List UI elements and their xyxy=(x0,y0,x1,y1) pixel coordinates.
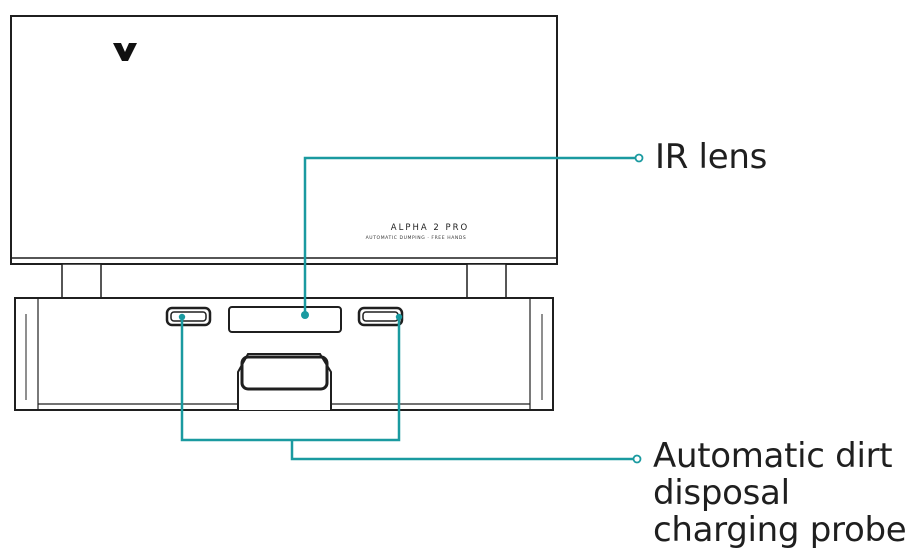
probe-callout-bracket xyxy=(180,317,401,442)
station-upper-body xyxy=(10,15,558,265)
ir-lens-label: IR lens xyxy=(655,137,767,177)
left-leg xyxy=(61,263,102,299)
ir-lens-callout-line xyxy=(303,156,638,315)
charging-probe-label-line-3: charging probe xyxy=(653,510,907,550)
ir-lens-window xyxy=(228,306,342,333)
left-charging-probe-inner xyxy=(170,311,207,322)
brand-logo xyxy=(113,43,137,61)
left-charging-probe xyxy=(165,306,212,327)
probe-callout-endpoint xyxy=(632,454,642,464)
charging-probe-label-line-1: Automatic dirt xyxy=(653,436,893,476)
dirt-inlet xyxy=(237,353,332,410)
probe-callout-line xyxy=(290,440,636,461)
ir-lens-callout-dot xyxy=(301,311,309,319)
left-probe-callout-dot xyxy=(178,313,186,321)
tagline-text: AUTOMATIC DUMPING · FREE HANDS xyxy=(366,235,467,241)
model-name-text: ALPHA 2 PRO xyxy=(391,223,469,233)
ir-lens-callout-endpoint xyxy=(634,153,644,163)
charging-probe-label: Automatic dirt disposal charging probe xyxy=(653,436,907,550)
right-leg xyxy=(466,263,507,299)
right-probe-callout-dot xyxy=(395,313,403,321)
dirt-inlet-opening xyxy=(240,355,329,391)
right-charging-probe xyxy=(357,306,404,327)
charging-probe-label-line-2: disposal xyxy=(653,473,790,513)
